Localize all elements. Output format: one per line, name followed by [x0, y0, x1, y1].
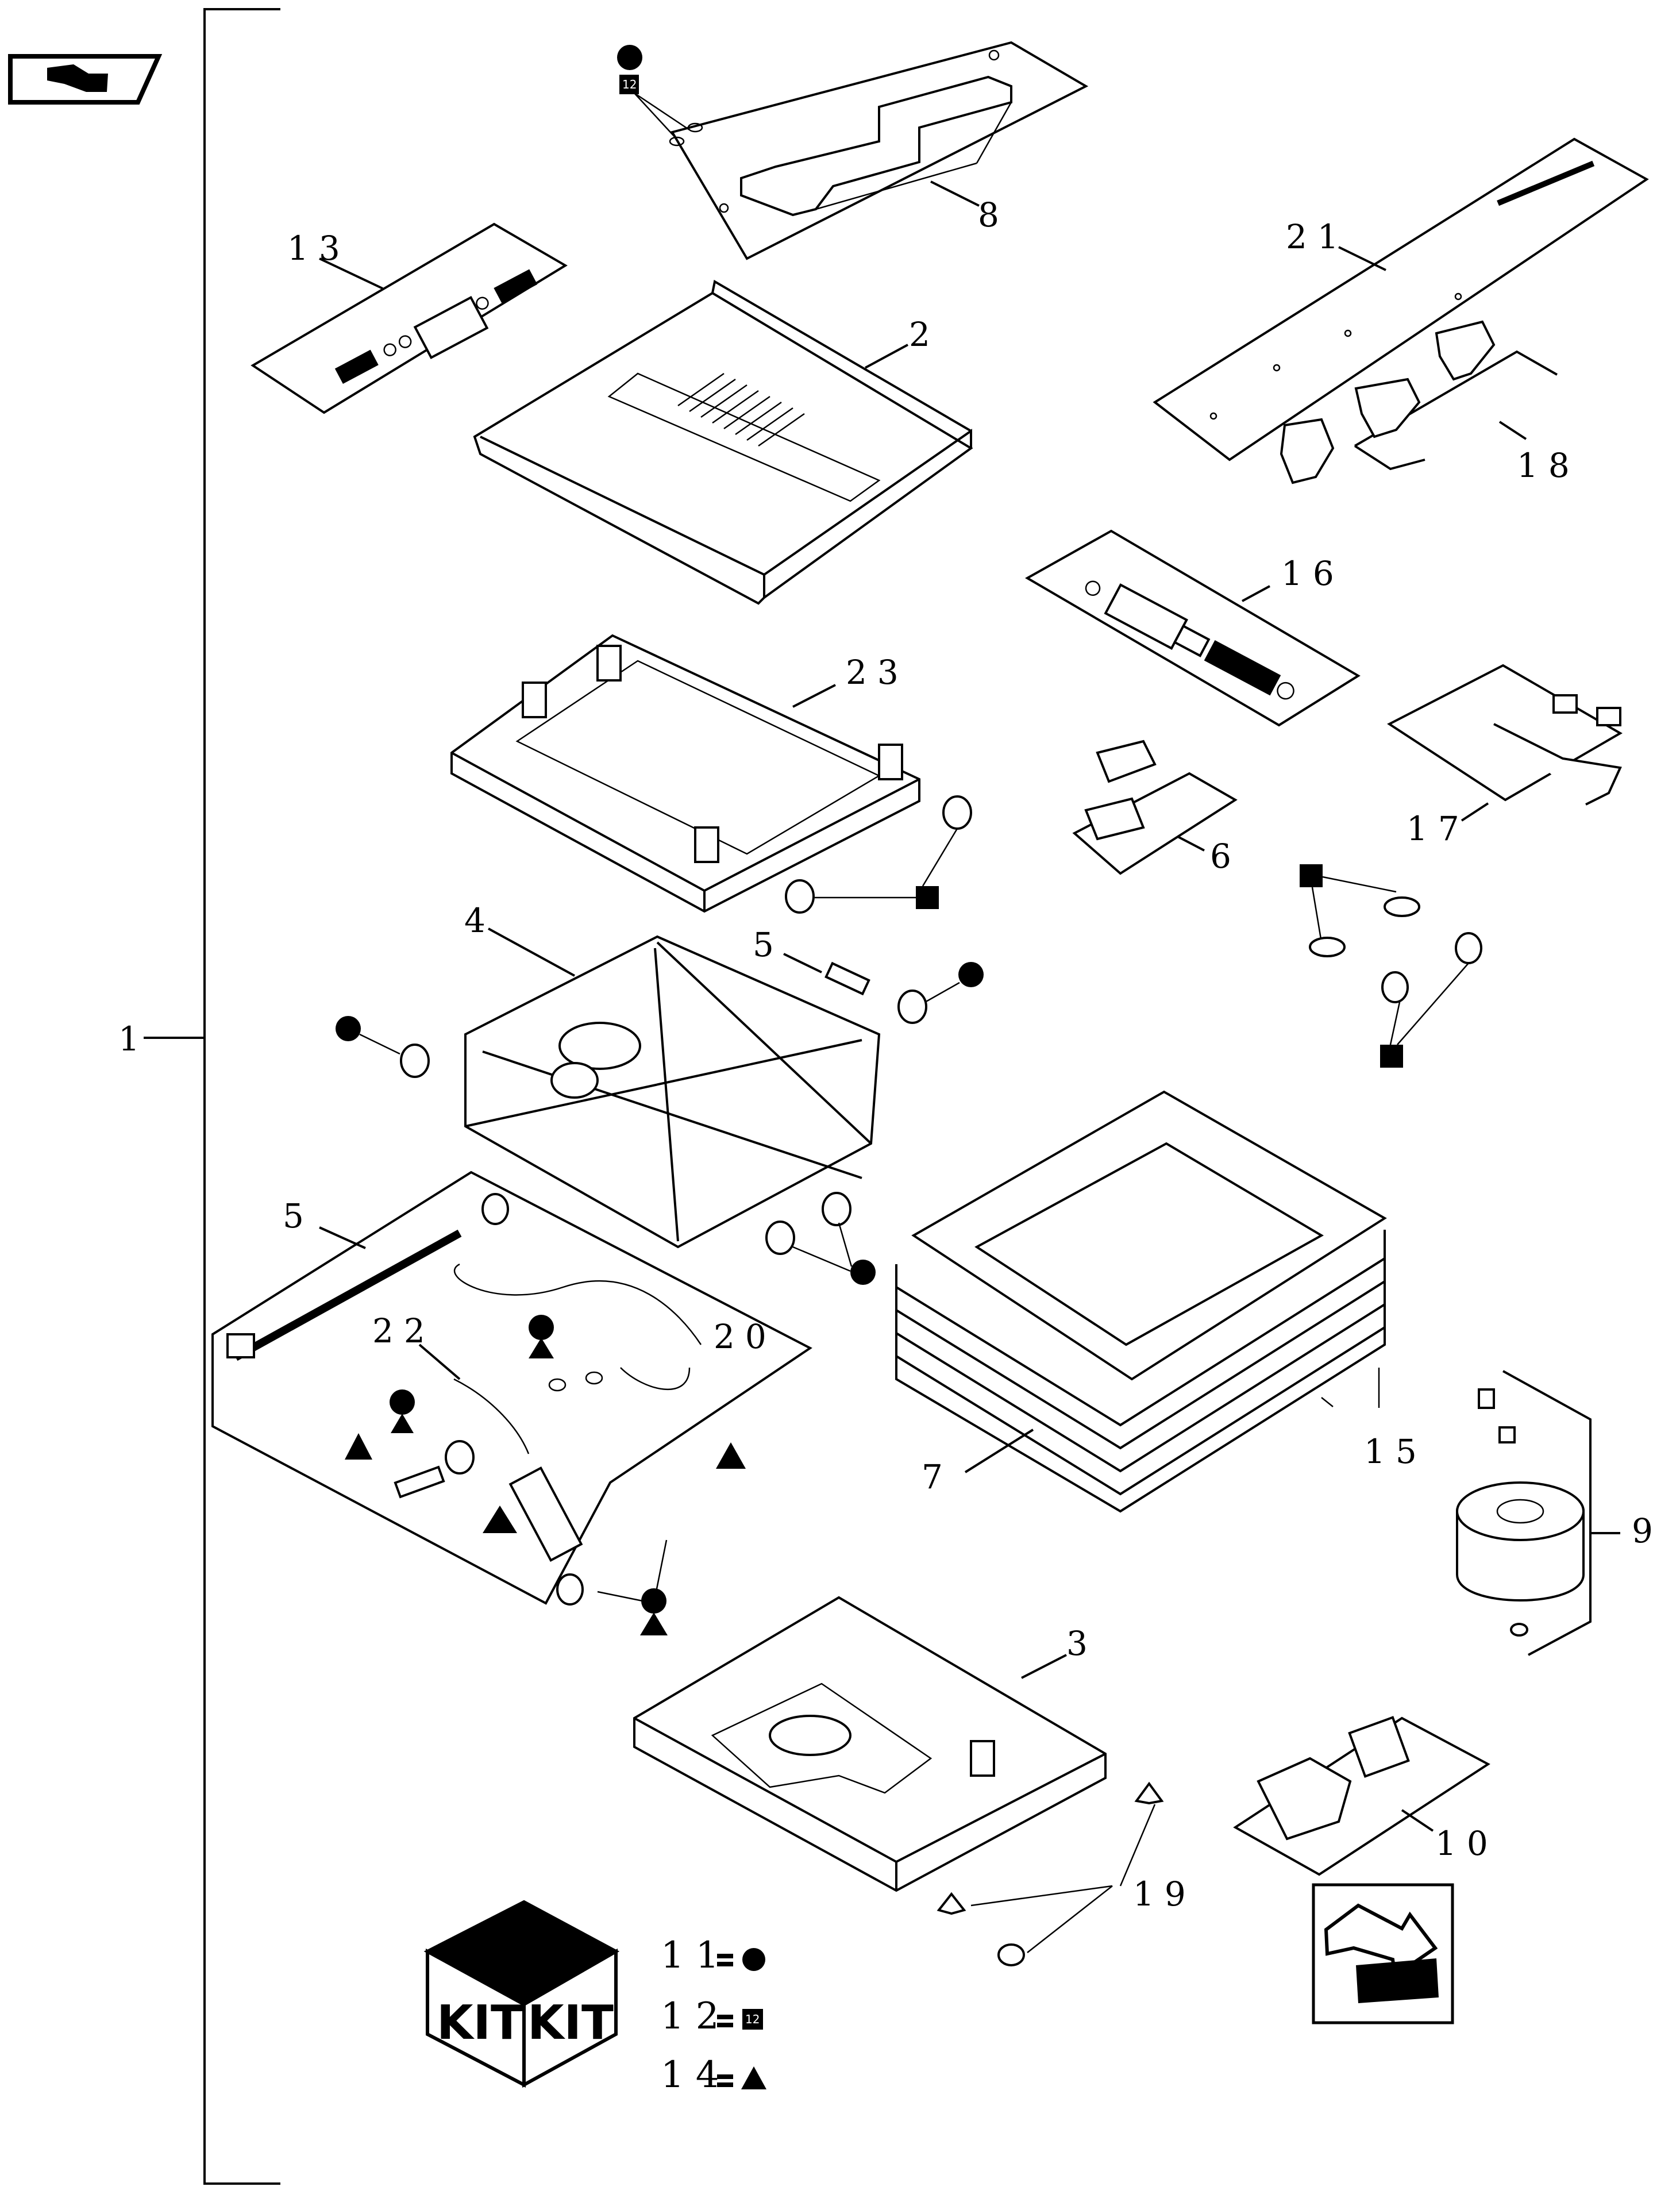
legend-square-symbol — [742, 2009, 763, 2030]
part-6-clips — [1072, 740, 1238, 875]
callout-5-upper: 5 — [753, 925, 784, 964]
callout-21: 21 — [1286, 217, 1349, 256]
legend: 11 12 14 — [661, 1934, 766, 2096]
box-12-label: 12 — [622, 78, 637, 91]
callout-1: 1 — [118, 1019, 150, 1058]
part-5-pin-upper — [783, 953, 870, 996]
part-4-scissor — [464, 927, 881, 1249]
kit-box-icon — [423, 1900, 620, 2088]
part-9-air-spring — [1456, 1370, 1620, 1656]
callout-17: 17 — [1407, 809, 1470, 848]
slot-pattern — [677, 372, 805, 447]
callout-20: 20 — [714, 1317, 777, 1356]
lower-left-panel — [211, 1171, 812, 1635]
part-18-handles — [1280, 320, 1558, 484]
part-13-spring-assembly — [251, 222, 568, 414]
part-23-lower-frame — [450, 634, 920, 913]
next-page-arrow-icon[interactable] — [1312, 1883, 1454, 2024]
part-3-base-plate — [633, 1596, 1107, 1892]
part-16-damper — [1024, 529, 1361, 727]
part-8-plate — [670, 41, 1089, 260]
bushings-12 — [785, 795, 972, 914]
part-7-bellows — [895, 1090, 1387, 1513]
callout-8: 8 — [978, 195, 1009, 234]
part-8-hardware — [617, 45, 703, 147]
callout-6: 6 — [1210, 837, 1242, 876]
legend-number-11: 11 — [661, 1934, 730, 1977]
pins-12 — [1300, 864, 1482, 1068]
callout-5-lower: 5 — [283, 1196, 314, 1235]
legend-number-14: 14 — [661, 2054, 730, 2096]
callout-10: 10 — [1435, 1824, 1498, 1863]
callout-19: 19 — [1133, 1874, 1196, 1914]
kit-label-left: KIT — [437, 1996, 523, 2050]
bushings-11 — [336, 962, 984, 1285]
callout-3: 3 — [1066, 1624, 1098, 1663]
legend-number-12: 12 — [661, 1995, 730, 2038]
part-17-linkage — [1387, 664, 1623, 822]
legend-circle-symbol — [742, 1948, 765, 1971]
callout-4: 4 — [464, 901, 496, 940]
callout-2: 2 — [909, 315, 941, 354]
kit-label-right: KIT — [527, 1996, 614, 2050]
part-21-rod-assembly — [1153, 137, 1649, 461]
legend-box-12-label: 12 — [745, 2012, 760, 2026]
part-19-bumpers — [937, 1781, 1164, 1966]
callout-13: 13 — [287, 229, 350, 268]
callout-22: 22 — [372, 1311, 436, 1350]
part-2-seat-frame — [473, 279, 973, 605]
callout-15: 15 — [1364, 1432, 1427, 1471]
part-15-screws — [1321, 1368, 1380, 1408]
callout-18: 18 — [1517, 446, 1580, 485]
legend-triangle-symbol — [741, 2066, 766, 2089]
callout-23: 23 — [846, 653, 909, 692]
assembly-bracket — [144, 8, 280, 2185]
callout-16: 16 — [1281, 554, 1344, 593]
callout-9: 9 — [1632, 1511, 1663, 1550]
part-10-valve — [1233, 1716, 1490, 1876]
book-hand-icon[interactable] — [8, 54, 163, 105]
callout-7: 7 — [922, 1457, 953, 1496]
